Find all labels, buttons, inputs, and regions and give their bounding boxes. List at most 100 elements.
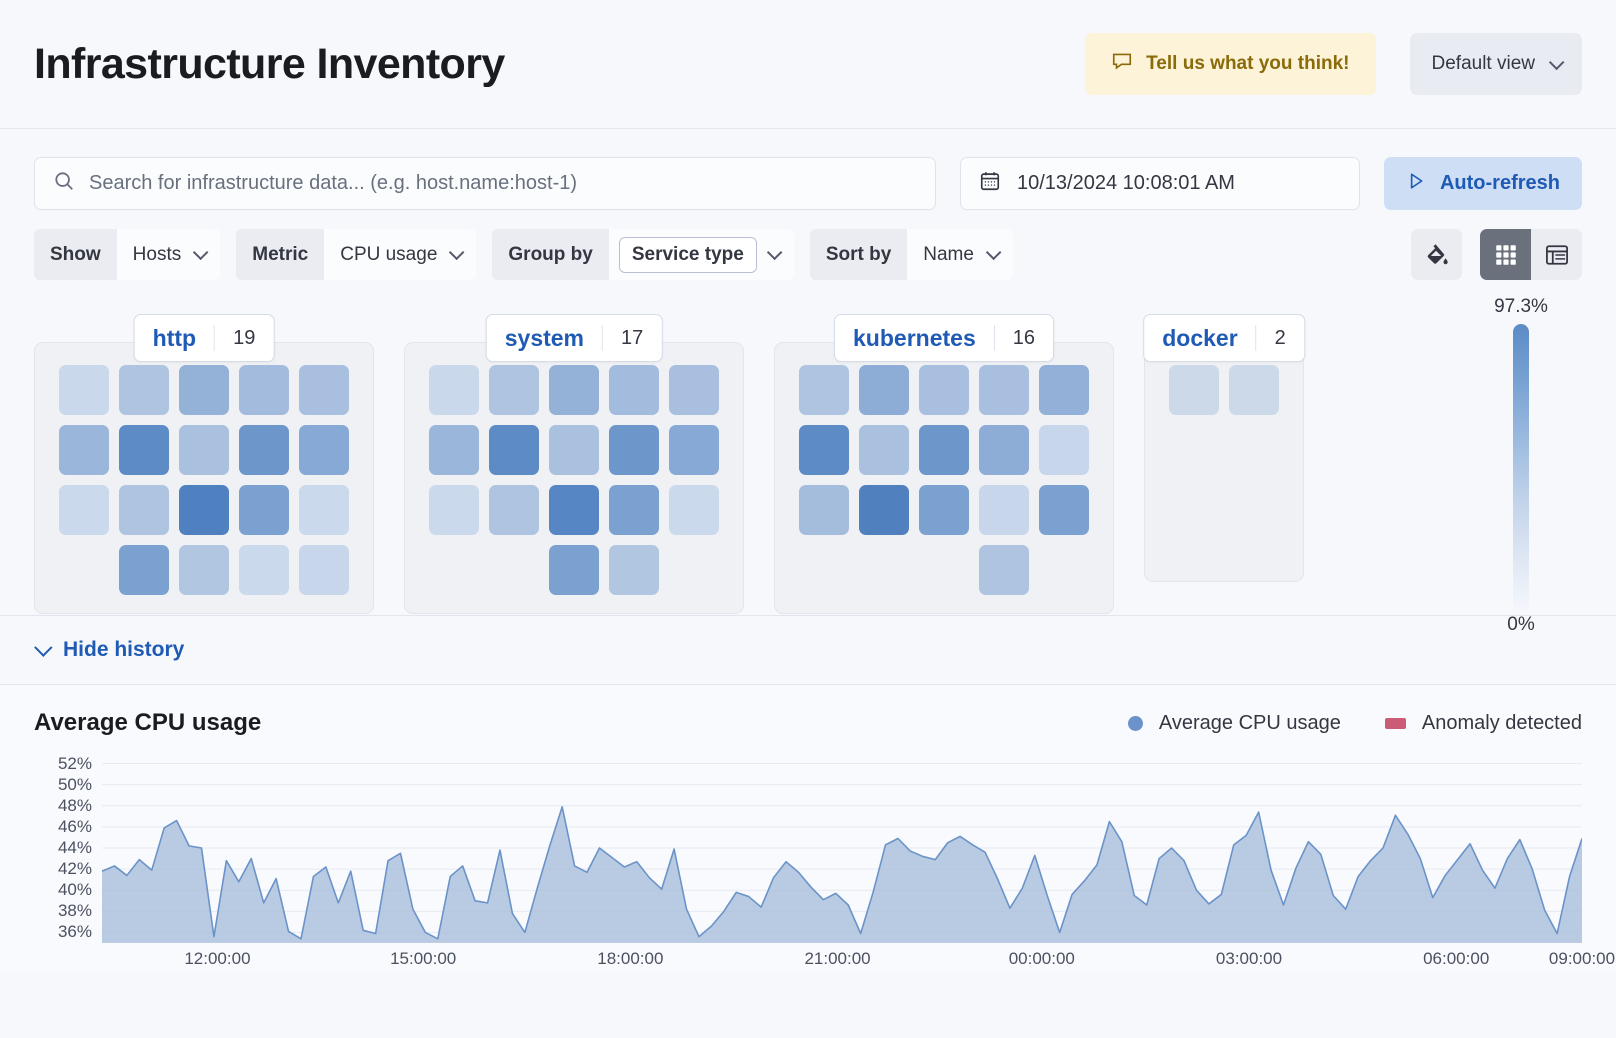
date-picker[interactable]: 10/13/2024 10:08:01 AM bbox=[959, 157, 1360, 210]
waffle-row bbox=[799, 485, 1089, 535]
waffle-node[interactable] bbox=[489, 365, 539, 415]
waffle-node[interactable] bbox=[59, 485, 109, 535]
waffle-node[interactable] bbox=[609, 425, 659, 475]
group-count: 19 bbox=[214, 325, 273, 351]
filter-metric-label: Metric bbox=[236, 229, 325, 280]
waffle-node[interactable] bbox=[239, 425, 289, 475]
y-tick-label: 46% bbox=[57, 816, 92, 836]
waffle-node[interactable] bbox=[299, 365, 349, 415]
waffle-node[interactable] bbox=[979, 365, 1029, 415]
waffle-node[interactable] bbox=[1229, 365, 1279, 415]
filter-metric-value[interactable]: CPU usage bbox=[324, 229, 477, 280]
waffle-node[interactable] bbox=[59, 425, 109, 475]
waffle-node[interactable] bbox=[299, 485, 349, 535]
waffle-node[interactable] bbox=[919, 485, 969, 535]
waffle-node[interactable] bbox=[799, 485, 849, 535]
waffle-node[interactable] bbox=[919, 365, 969, 415]
waffle-node[interactable] bbox=[919, 425, 969, 475]
waffle-node[interactable] bbox=[429, 365, 479, 415]
waffle-node[interactable] bbox=[609, 485, 659, 535]
waffle-node[interactable] bbox=[239, 365, 289, 415]
filter-show-label: Show bbox=[34, 229, 117, 280]
waffle-node[interactable] bbox=[179, 425, 229, 475]
feedback-button[interactable]: Tell us what you think! bbox=[1085, 33, 1376, 95]
waffle-node[interactable] bbox=[979, 485, 1029, 535]
waffle-node[interactable] bbox=[59, 365, 109, 415]
search-input[interactable]: Search for infrastructure data... (e.g. … bbox=[34, 157, 936, 210]
waffle-node[interactable] bbox=[179, 545, 229, 595]
waffle-node[interactable] bbox=[979, 545, 1029, 595]
filter-group-by-value[interactable]: Service type bbox=[608, 229, 794, 280]
filter-sort-by-value[interactable]: Name bbox=[907, 229, 1013, 280]
waffle-row bbox=[1169, 365, 1279, 415]
chevron-down-icon bbox=[449, 244, 465, 261]
filter-sort-by-value-text: Name bbox=[923, 243, 974, 265]
waffle-node[interactable] bbox=[179, 365, 229, 415]
filter-show-value-text: Hosts bbox=[132, 243, 182, 265]
waffle-node[interactable] bbox=[179, 485, 229, 535]
chevron-down-icon bbox=[1548, 54, 1565, 70]
waffle-node[interactable] bbox=[859, 485, 909, 535]
waffle-spacer bbox=[489, 545, 539, 595]
view-tools bbox=[1411, 229, 1582, 280]
waffle-node[interactable] bbox=[119, 545, 169, 595]
waffle-node[interactable] bbox=[489, 425, 539, 475]
legend-item-anomaly-detected[interactable]: Anomaly detected bbox=[1384, 711, 1582, 735]
waffle-node[interactable] bbox=[1039, 365, 1089, 415]
waffle-row bbox=[799, 545, 1089, 595]
filter-group-by-label: Group by bbox=[492, 229, 609, 280]
x-tick-label: 12:00:00 bbox=[184, 949, 251, 968]
waffle-node[interactable] bbox=[799, 365, 849, 415]
paint-fill-icon[interactable] bbox=[1411, 229, 1462, 280]
waffle-node[interactable] bbox=[609, 365, 659, 415]
hide-history-toggle[interactable]: Hide history bbox=[0, 616, 1616, 685]
chart-legend: Average CPU usage Anomaly detected bbox=[1127, 711, 1582, 735]
toolbar: Search for infrastructure data... (e.g. … bbox=[0, 129, 1616, 280]
legend-label: Anomaly detected bbox=[1421, 711, 1582, 734]
waffle-node[interactable] bbox=[549, 365, 599, 415]
waffle-node[interactable] bbox=[119, 365, 169, 415]
waffle-node[interactable] bbox=[979, 425, 1029, 475]
waffle-node[interactable] bbox=[669, 485, 719, 535]
waffle-node[interactable] bbox=[119, 485, 169, 535]
search-row: Search for infrastructure data... (e.g. … bbox=[34, 157, 1582, 210]
auto-refresh-button[interactable]: Auto-refresh bbox=[1383, 157, 1582, 210]
waffle-node[interactable] bbox=[669, 365, 719, 415]
waffle-node[interactable] bbox=[549, 425, 599, 475]
waffle-node[interactable] bbox=[1039, 485, 1089, 535]
waffle-node[interactable] bbox=[489, 485, 539, 535]
waffle-spacer bbox=[59, 545, 109, 595]
waffle-node[interactable] bbox=[549, 545, 599, 595]
waffle-node[interactable] bbox=[799, 425, 849, 475]
waffle-node[interactable] bbox=[1039, 425, 1089, 475]
table-view-icon[interactable] bbox=[1531, 229, 1582, 280]
waffle-node[interactable] bbox=[859, 425, 909, 475]
filter-sort-by-label: Sort by bbox=[809, 229, 908, 280]
y-tick-label: 38% bbox=[57, 901, 92, 921]
filter-show-value[interactable]: Hosts bbox=[116, 229, 221, 280]
waffle-node[interactable] bbox=[429, 485, 479, 535]
filter-show: Show Hosts bbox=[34, 229, 221, 280]
waffle-node[interactable] bbox=[609, 545, 659, 595]
waffle-node[interactable] bbox=[859, 365, 909, 415]
waffle-node[interactable] bbox=[299, 545, 349, 595]
waffle-node[interactable] bbox=[239, 545, 289, 595]
group-name: kubernetes bbox=[853, 324, 976, 351]
chevron-down-icon bbox=[193, 244, 209, 261]
waffle-node[interactable] bbox=[1169, 365, 1219, 415]
legend-item-average-cpu-usage[interactable]: Average CPU usage bbox=[1127, 712, 1341, 735]
waffle-node[interactable] bbox=[669, 425, 719, 475]
default-view-button[interactable]: Default view bbox=[1409, 33, 1582, 95]
waffle-node[interactable] bbox=[549, 485, 599, 535]
grid-view-icon[interactable] bbox=[1480, 229, 1531, 280]
waffle-node[interactable] bbox=[119, 425, 169, 475]
waffle-node[interactable] bbox=[429, 425, 479, 475]
waffle-node[interactable] bbox=[299, 425, 349, 475]
chart-header: Average CPU usage Average CPU usage Anom… bbox=[34, 709, 1582, 737]
waffle-node[interactable] bbox=[239, 485, 289, 535]
